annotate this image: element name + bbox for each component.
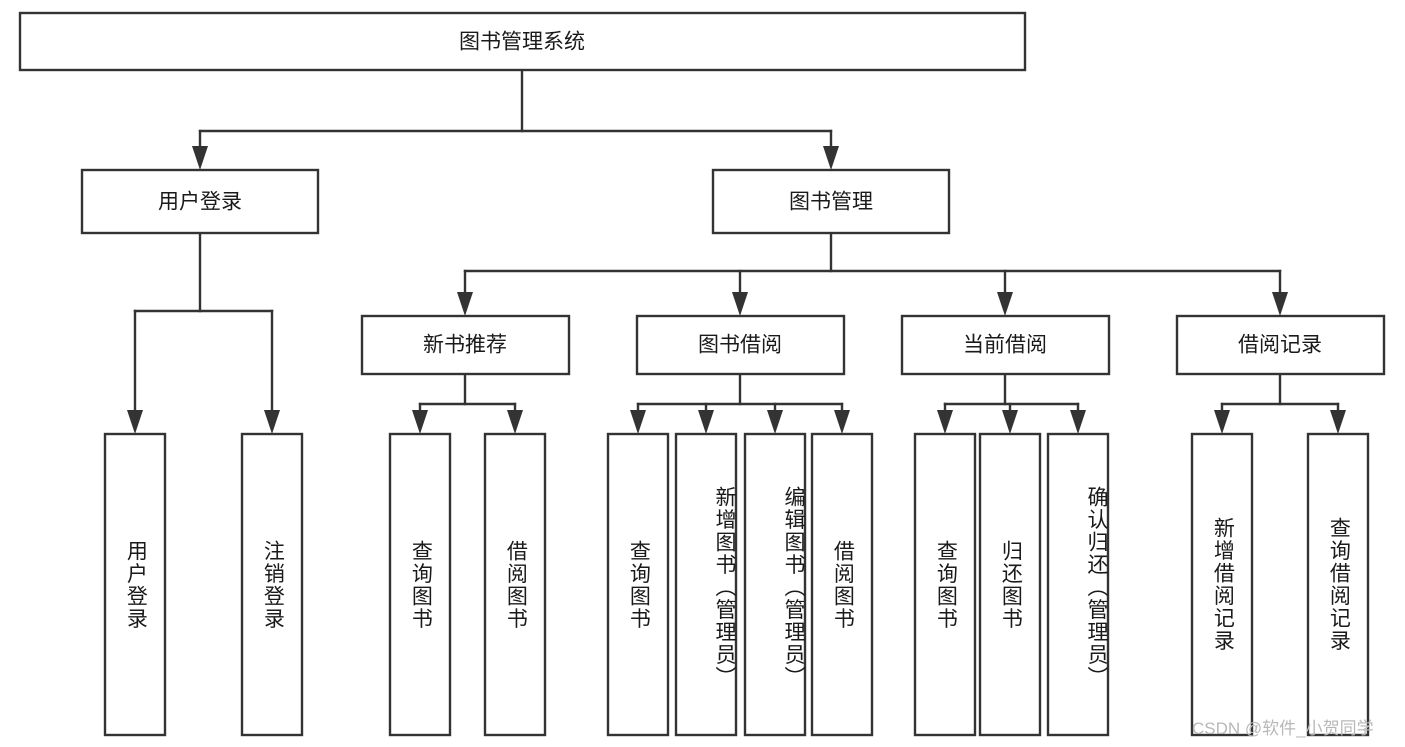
arrowhead-leaf-borrow-book-1 [507, 410, 523, 434]
node-leaf-query-record-box[interactable] [1306, 432, 1370, 737]
node-new-book-recommend-label: 新书推荐 [423, 334, 507, 357]
connector-group [127, 68, 1346, 434]
node-leaf-confirm-return-box[interactable] [1046, 432, 1110, 737]
arrowhead-leaf-edit-book [767, 410, 783, 434]
arrowhead-leaf-borrow-book-2 [834, 410, 850, 434]
node-new-book-recommend-box[interactable] [360, 314, 571, 376]
node-book-management-box[interactable] [711, 168, 951, 235]
arrowhead-leaf-add-book [698, 410, 714, 434]
node-leaf-borrow-book-1-box[interactable] [483, 432, 547, 737]
node-leaf-edit-book-box[interactable] [743, 432, 807, 737]
node-current-borrow-label: 当前借阅 [963, 334, 1047, 357]
node-book-borrow-label: 图书借阅 [698, 334, 782, 357]
arrowhead-user-login [192, 146, 208, 170]
arrowhead-borrow-record [1272, 292, 1288, 316]
node-leaf-query-book-3-box[interactable] [913, 432, 977, 737]
node-leaf-user-login-box[interactable] [103, 432, 167, 737]
arrowhead-leaf-return-book [1002, 410, 1018, 434]
arrowhead-leaf-query-book-3 [937, 410, 953, 434]
arrowhead-leaf-user-login [127, 410, 143, 434]
node-leaf-add-book-box[interactable] [674, 432, 738, 737]
node-current-borrow-box[interactable] [900, 314, 1111, 376]
node-leaf-query-book-1-box[interactable] [388, 432, 452, 737]
node-borrow-record-box[interactable] [1175, 314, 1386, 376]
node-book-borrow-box[interactable] [635, 314, 846, 376]
arrowhead-current-borrow [997, 292, 1013, 316]
node-leaf-query-book-2-box[interactable] [606, 432, 670, 737]
arrowhead-book-borrow [732, 292, 748, 316]
node-borrow-record[interactable]: 借阅记录 [1175, 314, 1386, 376]
arrowhead-leaf-query-book-2 [630, 410, 646, 434]
csdn-watermark: CSDN @软件_小贺同学 [1192, 719, 1374, 738]
node-user-login-box[interactable] [80, 168, 320, 235]
node-root-box[interactable] [18, 11, 1027, 72]
arrowhead-leaf-confirm-return [1070, 410, 1086, 434]
node-book-management-label: 图书管理 [789, 191, 873, 214]
node-leaf-borrow-book-2-box[interactable] [810, 432, 874, 737]
node-book-management[interactable]: 图书管理 [711, 168, 951, 235]
arrowhead-book-management [823, 146, 839, 170]
node-user-login-label: 用户登录 [158, 191, 242, 214]
node-new-book-recommend[interactable]: 新书推荐 [360, 314, 571, 376]
arrowhead-leaf-user-logout [264, 410, 280, 434]
arrowhead-new-book-recommend [457, 292, 473, 316]
arrowhead-leaf-query-book-1 [412, 410, 428, 434]
node-leaf-return-book-box[interactable] [978, 432, 1042, 737]
node-root-label: 图书管理系统 [459, 31, 585, 54]
arrowhead-leaf-add-record [1214, 410, 1230, 434]
node-root[interactable]: 图书管理系统 [18, 11, 1027, 72]
node-leaf-add-record-box[interactable] [1190, 432, 1254, 737]
node-current-borrow[interactable]: 当前借阅 [900, 314, 1111, 376]
arrowhead-leaf-query-record [1330, 410, 1346, 434]
node-book-borrow[interactable]: 图书借阅 [635, 314, 846, 376]
node-borrow-record-label: 借阅记录 [1238, 334, 1322, 357]
node-leaf-user-logout-box[interactable] [240, 432, 304, 737]
node-user-login[interactable]: 用户登录 [80, 168, 320, 235]
